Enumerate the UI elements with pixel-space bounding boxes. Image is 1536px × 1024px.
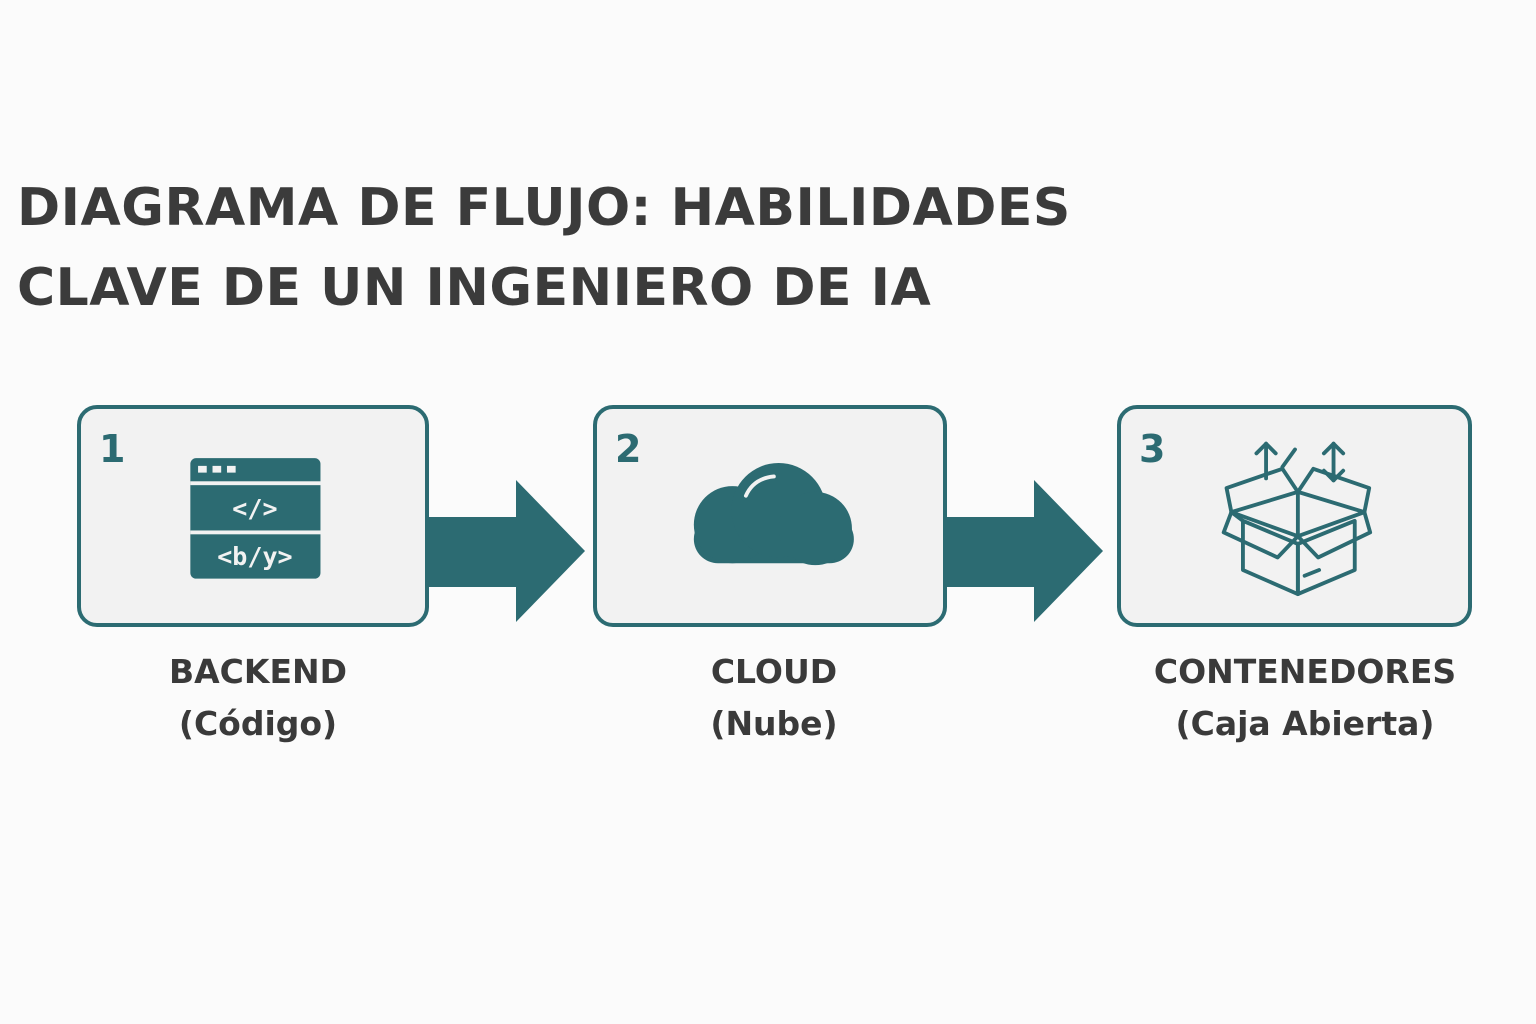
step-subtitle: (Caja Abierta) (1175, 704, 1435, 743)
step-subtitle: (Nube) (710, 704, 838, 743)
step-number-3: 3 (1139, 427, 1166, 471)
code-line-2: <b/y> (217, 542, 292, 571)
step-number-1: 1 (99, 427, 126, 471)
step-title: BACKEND (168, 652, 348, 691)
step-card-backend: 1 </> <b/y> (77, 405, 429, 627)
step-card-cloud: 2 (593, 405, 947, 627)
step-label-cloud: CLOUD (Nube) (564, 646, 984, 750)
step-label-backend: BACKEND (Código) (48, 646, 468, 750)
open-box-icon (1221, 441, 1373, 597)
step-title: CLOUD (710, 652, 838, 691)
right-arrow-icon (945, 480, 1103, 622)
right-arrow-icon (427, 480, 585, 622)
cloud-icon (693, 462, 854, 566)
step-title: CONTENEDORES (1153, 652, 1457, 691)
code-window-icon: </> <b/y> (190, 458, 321, 579)
title-line-1: DIAGRAMA DE FLUJO: HABILIDADES (17, 178, 1071, 238)
step-subtitle: (Código) (178, 704, 338, 743)
page-title: DIAGRAMA DE FLUJO: HABILIDADES CLAVE DE … (17, 168, 1417, 328)
step-number-2: 2 (615, 427, 642, 471)
code-line-1: </> (232, 494, 277, 523)
step-label-containers: CONTENEDORES (Caja Abierta) (1095, 646, 1515, 750)
title-line-2: CLAVE DE UN INGENIERO DE IA (17, 258, 932, 318)
step-card-containers: 3 (1117, 405, 1472, 627)
